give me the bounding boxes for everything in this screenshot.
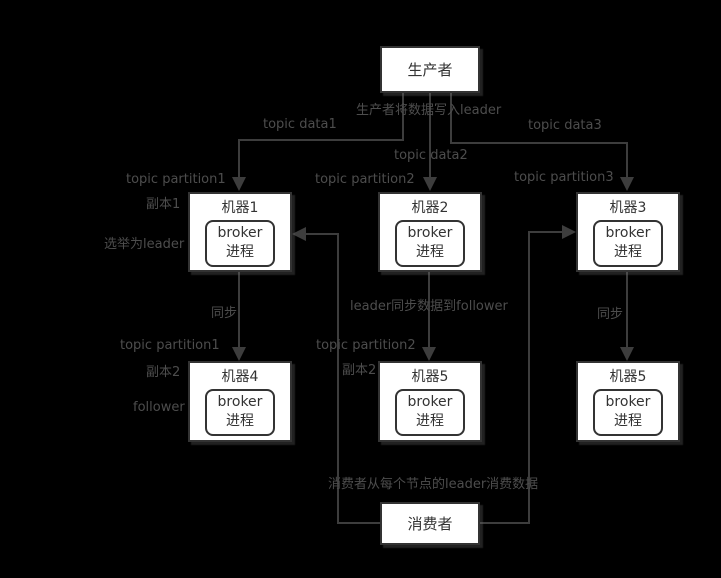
label-sync-right: 同步 [597,307,624,322]
broker-label-line1: broker [605,394,651,410]
label-topic-partition2-top: topic partition2 [315,172,415,187]
broker-label-line1: broker [407,394,453,410]
machine3-title: 机器3 [609,200,647,216]
machine4-broker-process: broker 进程 [205,389,275,436]
machine5-mid-title: 机器5 [411,369,449,385]
arrowhead-into-machine1-broker [292,227,306,241]
machine4-title: 机器4 [221,369,259,385]
label-replica1: 副本1 [146,197,181,212]
label-leader-sync-to-follower: leader同步数据到follower [350,299,508,314]
edge-machine2-machine5mid-vertical [428,272,430,348]
label-topic-partition1-top: topic partition1 [126,172,226,187]
edge-producer-machine2-vertical [429,93,431,177]
broker-label-line1: broker [605,225,651,241]
label-sync-left: 同步 [211,306,238,321]
edge-machine1-machine4-vertical [238,272,240,348]
label-topic-partition2-bottom: topic partition2 [316,338,416,353]
broker-label-line2: 进程 [614,244,642,260]
machine3-broker-process: broker 进程 [593,220,663,267]
edge-producer-machine3-vertical2 [626,142,628,177]
machine1-title: 机器1 [221,200,259,216]
machine1-node: 机器1 broker 进程 [188,192,292,272]
consumer-label: 消费者 [407,515,453,533]
producer-label: 生产者 [407,61,453,79]
label-replica2-mid: 副本2 [342,363,377,378]
edge-consumer-machine1-horizontal2 [304,233,339,235]
machine2-title: 机器2 [411,200,449,216]
label-producer-writes-to-leader: 生产者将数据写入leader [356,103,502,118]
broker-label-line1: broker [407,225,453,241]
edge-producer-machine3-vertical1 [450,93,452,142]
edge-machine3-machine5right-vertical [626,272,628,348]
machine5-right-node: 机器5 broker 进程 [576,361,680,442]
label-topic-data2: topic data2 [394,148,468,163]
machine2-node: 机器2 broker 进程 [378,192,482,272]
arrowhead-into-machine2-top [423,177,437,191]
label-replica2-left: 副本2 [146,365,181,380]
arrowhead-into-machine3-broker [562,225,576,239]
edge-consumer-machine3-horizontal2 [530,231,563,233]
edge-consumer-machine3-horizontal1 [480,522,528,524]
label-topic-data3: topic data3 [528,118,602,133]
arrowhead-into-machine3-top [620,177,634,191]
label-consumer-consumes-from-leaders: 消费者从每个节点的leader消费数据 [328,477,539,492]
broker-label-line2: 进程 [226,413,254,429]
machine3-node: 机器3 broker 进程 [576,192,680,272]
edge-producer-machine1-horizontal [238,139,404,141]
arrowhead-into-machine5right-top [620,347,634,361]
machine2-broker-process: broker 进程 [395,220,465,267]
arrowhead-into-machine4-top [232,347,246,361]
machine5-right-title: 机器5 [609,369,647,385]
machine5-mid-node: 机器5 broker 进程 [378,361,482,442]
label-topic-partition3: topic partition3 [514,170,614,185]
edge-consumer-machine1-vertical [337,233,339,524]
broker-label-line2: 进程 [226,244,254,260]
label-topic-data1: topic data1 [263,117,337,132]
broker-label-line1: broker [217,394,263,410]
machine5-right-broker-process: broker 进程 [593,389,663,436]
producer-node: 生产者 [380,46,480,93]
machine5-mid-broker-process: broker 进程 [395,389,465,436]
edge-consumer-machine1-horizontal1 [337,522,380,524]
edge-consumer-machine3-vertical [528,231,530,524]
broker-label-line2: 进程 [416,244,444,260]
broker-label-line1: broker [217,225,263,241]
label-elected-as-leader: 选举为leader [104,237,185,252]
label-topic-partition1-bottom: topic partition1 [120,338,220,353]
broker-label-line2: 进程 [416,413,444,429]
edge-producer-machine1-vertical1 [402,93,404,140]
edge-producer-machine1-vertical2 [238,139,240,177]
machine1-broker-process: broker 进程 [205,220,275,267]
arrowhead-into-machine1-top [232,177,246,191]
machine4-node: 机器4 broker 进程 [188,361,292,442]
consumer-node: 消费者 [380,502,480,545]
label-follower: follower [133,400,185,415]
edge-producer-machine3-horizontal [450,142,628,144]
arrowhead-into-machine5mid-top [422,347,436,361]
broker-label-line2: 进程 [614,413,642,429]
